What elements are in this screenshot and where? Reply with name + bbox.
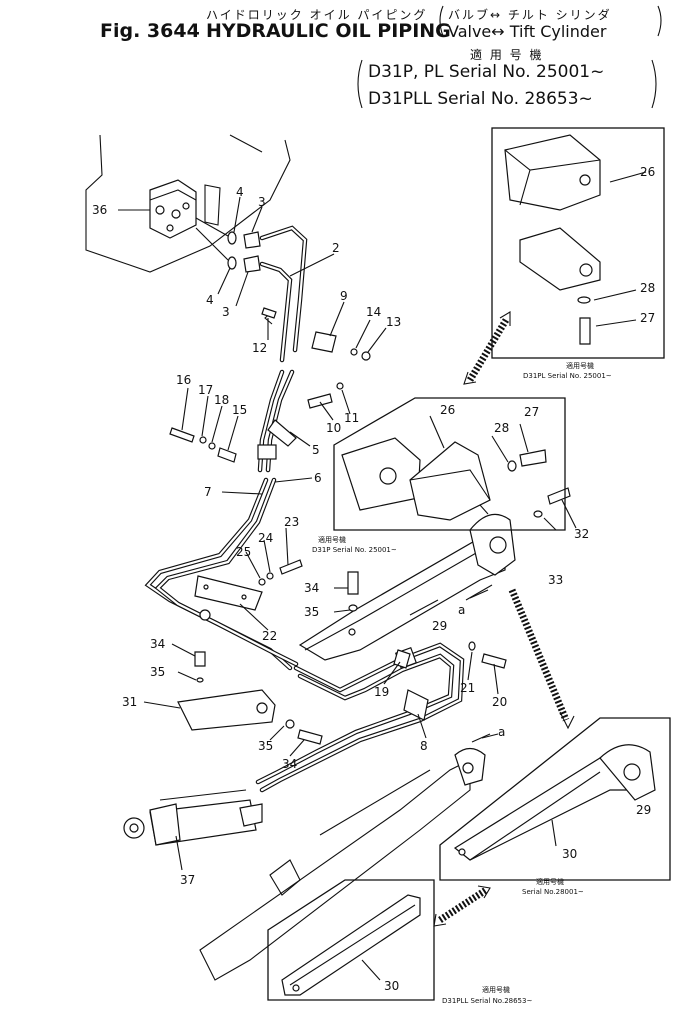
applicable-models-label: 適 用 号 機 xyxy=(470,48,544,62)
hardware xyxy=(169,307,571,745)
bracket-left xyxy=(439,5,444,37)
callout-29-main: 29 xyxy=(432,619,447,633)
callout-27-inset-mid: 27 xyxy=(524,405,539,419)
bracket-31 xyxy=(177,689,276,731)
callout-12: 12 xyxy=(252,341,267,355)
inset-top-caption-serial: D31PL Serial No. 25001~ xyxy=(523,372,612,380)
bracket-right xyxy=(657,5,662,37)
tilt-cylinder-37 xyxy=(123,789,263,846)
callout-4-lower: 4 xyxy=(206,293,214,307)
callout-35-lower: 35 xyxy=(258,739,273,753)
subtitle-japanese: バルブ↔ チルト シリンダ xyxy=(448,8,612,22)
callout-15: 15 xyxy=(232,403,247,417)
inset-box-d31pl xyxy=(491,127,665,359)
inset-d31pl-parts xyxy=(504,134,601,345)
callout-13: 13 xyxy=(386,315,401,329)
bracket-serial-right xyxy=(651,59,657,109)
callout-a-lower: a xyxy=(498,725,505,739)
callout-28-inset-mid: 28 xyxy=(494,421,509,435)
inset-right-caption-serial: Serial No.28001~ xyxy=(522,888,584,896)
blade-frame xyxy=(199,747,486,981)
callout-3-lower: 3 xyxy=(222,305,230,319)
callout-37: 37 xyxy=(180,873,195,887)
callout-20: 20 xyxy=(492,695,507,709)
callout-17: 17 xyxy=(198,383,213,397)
callout-26-inset-mid: 26 xyxy=(440,403,455,417)
inset-mid-caption-jp: 適用号機 xyxy=(318,535,346,544)
callout-28-inset-top: 28 xyxy=(640,281,655,295)
callout-34-lower: 34 xyxy=(282,757,297,771)
clamp-22 xyxy=(194,575,263,611)
callout-33: 33 xyxy=(548,573,563,587)
callout-4-upper: 4 xyxy=(236,185,244,199)
inset-box-d31pll xyxy=(267,879,435,1001)
callout-34-middle: 34 xyxy=(150,637,165,651)
serial-range-2: D31PLL Serial No. 28653~ xyxy=(368,89,593,109)
leader-lines xyxy=(118,171,655,981)
callout-21: 21 xyxy=(460,681,475,695)
callout-29-inset: 29 xyxy=(636,803,651,817)
hatched-arrows xyxy=(433,311,575,927)
title-japanese: ハイドロリック オイル パイピング xyxy=(206,8,428,22)
callout-35-upper: 35 xyxy=(304,605,319,619)
callout-7: 7 xyxy=(204,485,212,499)
valve-frame xyxy=(85,134,291,273)
inset-box-d31p xyxy=(333,397,566,531)
diagram-title: HYDRAULIC OIL PIPING xyxy=(206,20,451,42)
bracket-serial-left xyxy=(357,59,363,109)
inset-d31p-parts xyxy=(341,437,547,521)
inset-box-serial-28001 xyxy=(439,717,671,881)
subtitle: Valve↔ Tift Cylinder xyxy=(448,22,607,41)
callout-36: 36 xyxy=(92,203,107,217)
callout-32: 32 xyxy=(574,527,589,541)
callout-a-upper: a xyxy=(458,603,465,617)
callout-31: 31 xyxy=(122,695,137,709)
callout-24: 24 xyxy=(258,531,273,545)
callout-30-inset-right: 30 xyxy=(562,847,577,861)
inset-mid-caption-serial: D31P Serial No. 25001~ xyxy=(312,546,397,554)
hose-assembly-8 xyxy=(255,642,465,793)
pipe-assembly-5-6 xyxy=(257,369,297,473)
callout-30-inset-bottom: 30 xyxy=(384,979,399,993)
serial-range-1: D31P, PL Serial No. 25001~ xyxy=(368,62,605,82)
pipe-assembly-2 xyxy=(259,225,308,363)
callout-26-inset-top: 26 xyxy=(640,165,655,179)
callout-9: 9 xyxy=(340,289,348,303)
callout-19: 19 xyxy=(374,685,389,699)
callout-10: 10 xyxy=(326,421,341,435)
callout-14: 14 xyxy=(366,305,381,319)
callout-16: 16 xyxy=(176,373,191,387)
control-valve xyxy=(149,179,197,239)
callout-8: 8 xyxy=(420,739,428,753)
callout-35-middle: 35 xyxy=(150,665,165,679)
callout-6: 6 xyxy=(314,471,322,485)
fittings-valve-side xyxy=(195,217,261,273)
callout-3-upper: 3 xyxy=(258,195,266,209)
figure-number: Fig. 3644 xyxy=(100,20,200,42)
callout-18: 18 xyxy=(214,393,229,407)
inset-bottom-parts xyxy=(281,894,421,996)
callout-27-inset-top: 27 xyxy=(640,311,655,325)
callout-23: 23 xyxy=(284,515,299,529)
inset-right-parts xyxy=(453,744,656,861)
callout-11: 11 xyxy=(344,411,359,425)
callout-2: 2 xyxy=(332,241,340,255)
callout-22: 22 xyxy=(262,629,277,643)
long-pipe-7 xyxy=(144,477,299,671)
inset-right-caption-jp: 適用号機 xyxy=(536,877,564,886)
callout-25: 25 xyxy=(236,545,251,559)
callout-34-upper: 34 xyxy=(304,581,319,595)
inset-bottom-caption-jp: 適用号機 xyxy=(482,985,510,994)
inset-top-caption-jp: 適用号機 xyxy=(566,361,594,370)
inset-bottom-caption-serial: D31PLL Serial No.28653~ xyxy=(442,997,532,1005)
callout-5: 5 xyxy=(312,443,320,457)
